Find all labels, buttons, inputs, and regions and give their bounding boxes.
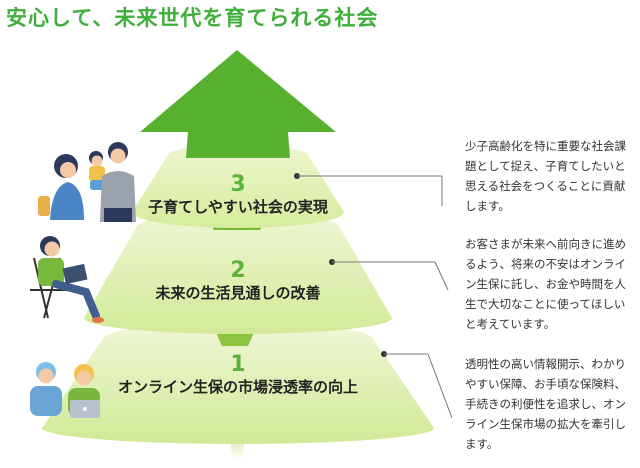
tier-1-title: オンライン生保の市場浸透率の向上 [117,378,358,396]
tier-1-shape [42,322,434,444]
tier-2-description: お客さまが未来へ前向きに進めるよう、将来の不安はオンライン生保に託し、お金や時間… [465,237,626,331]
person-with-laptop-illustration [30,236,104,323]
leader-line-2 [329,259,449,291]
tier-2-title: 未来の生活見通しの改善 [155,284,321,302]
tier-1-description: 透明性の高い情報開示、わかりやすい保障、お手頃な保険料、手続きの利便性を追求し、… [465,357,626,451]
tier-2-number: 2 [230,258,246,283]
tier-3-label: 3 子育てしやすい社会の実現 [138,174,338,218]
family-illustration [38,142,136,222]
leader-line-1 [381,351,453,419]
tier-3-description: 少子高齢化を特に重要な社会課題として捉え、子育てしたいと思える社会をつくることに… [465,139,626,213]
tier-3-title: 子育てしやすい社会の実現 [148,198,328,216]
page-title: 安心して、未来世代を育てられる社会 [6,6,379,30]
tier-3-shape [132,145,344,228]
arrow-head [140,50,336,158]
tier-2-label: 2 未来の生活見通しの改善 [128,260,348,304]
tier-3-number: 3 [230,172,246,197]
tier-1-label: 1 オンライン生保の市場浸透率の向上 [96,354,380,398]
tier-2-shape [84,212,392,334]
tier-1-number: 1 [230,352,246,377]
two-people-with-laptop-illustration [30,362,100,418]
leader-line-3 [294,173,443,206]
